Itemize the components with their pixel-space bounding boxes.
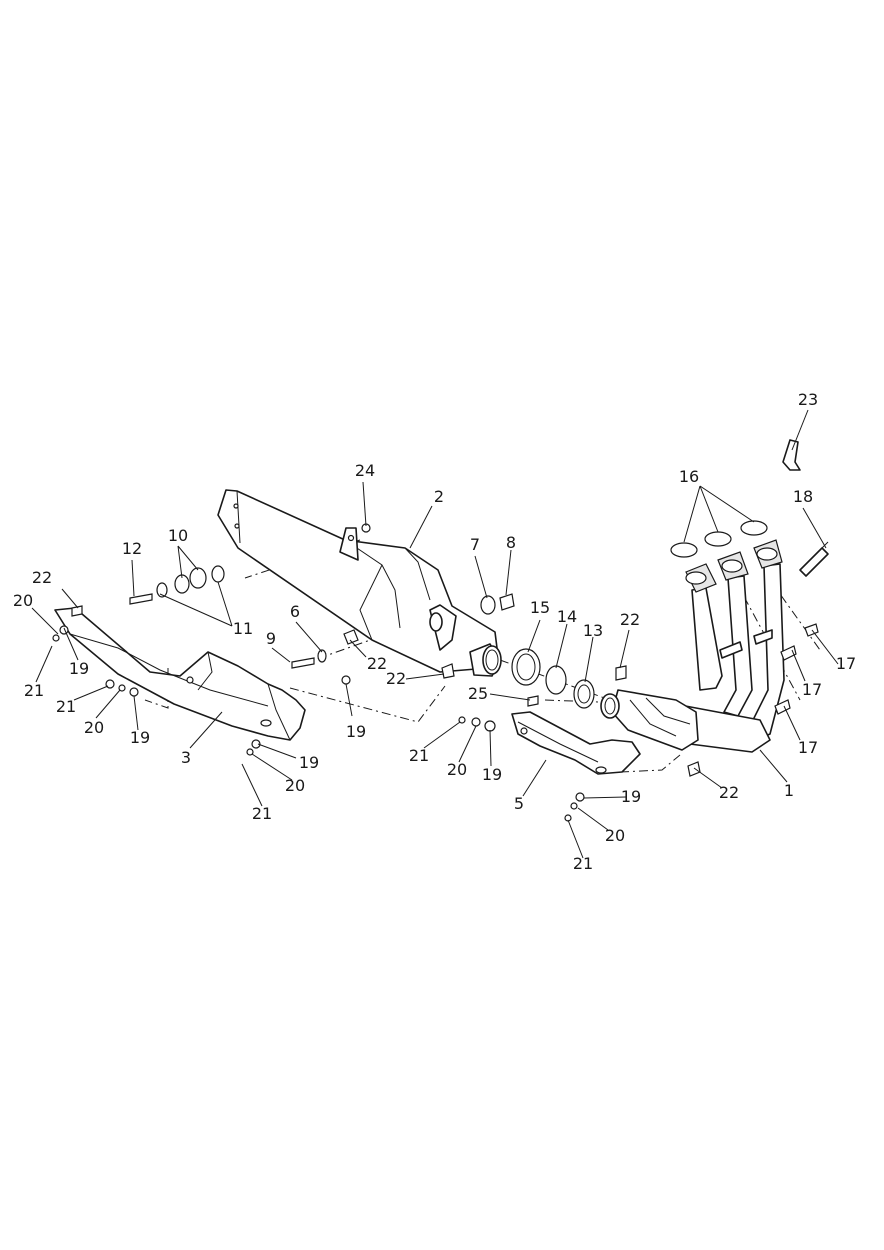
callout-3: 3 bbox=[181, 748, 191, 767]
callout-19-d: 19 bbox=[299, 753, 319, 772]
header-assembly-part-1 bbox=[600, 539, 785, 753]
hardware bbox=[52, 439, 829, 822]
silencer-part-2 bbox=[217, 489, 502, 677]
callout-9: 9 bbox=[266, 629, 276, 648]
heat-shield-part-3 bbox=[54, 607, 306, 741]
callout-23: 23 bbox=[798, 390, 818, 409]
callout-22-e: 22 bbox=[719, 783, 739, 802]
callout-15: 15 bbox=[530, 598, 550, 617]
callout-21-e: 21 bbox=[573, 854, 593, 873]
callout-20-e: 20 bbox=[605, 826, 625, 845]
heat-shield-part-5 bbox=[511, 711, 641, 775]
callout-19-c: 19 bbox=[130, 728, 150, 747]
callout-24: 24 bbox=[355, 461, 375, 480]
callout-5: 5 bbox=[514, 794, 524, 813]
leader-lines bbox=[31, 409, 839, 859]
callout-12: 12 bbox=[122, 539, 142, 558]
callout-1: 1 bbox=[784, 781, 794, 800]
callout-11: 11 bbox=[233, 619, 253, 638]
callout-21-b: 21 bbox=[56, 697, 76, 716]
callout-20-b: 20 bbox=[84, 718, 104, 737]
callout-20-d: 20 bbox=[285, 776, 305, 795]
callout-25: 25 bbox=[468, 684, 488, 703]
callout-21-c: 21 bbox=[409, 746, 429, 765]
callout-2: 2 bbox=[434, 487, 444, 506]
callout-14: 14 bbox=[557, 607, 577, 626]
callout-22-d: 22 bbox=[386, 669, 406, 688]
callout-17-b: 17 bbox=[802, 680, 822, 699]
callout-6: 6 bbox=[290, 602, 300, 621]
callout-16: 16 bbox=[679, 467, 699, 486]
callout-17-c: 17 bbox=[798, 738, 818, 757]
callout-19-b: 19 bbox=[346, 722, 366, 741]
callout-7: 7 bbox=[470, 535, 480, 554]
callout-labels: 23 16 18 24 2 7 8 10 12 22 20 15 14 13 2… bbox=[13, 390, 856, 873]
callout-18: 18 bbox=[793, 487, 813, 506]
callout-13: 13 bbox=[583, 621, 603, 640]
callout-20-a: 20 bbox=[13, 591, 33, 610]
callout-19-a: 19 bbox=[69, 659, 89, 678]
callout-22-c: 22 bbox=[367, 654, 387, 673]
callout-21-d: 21 bbox=[252, 804, 272, 823]
callout-19-e: 19 bbox=[482, 765, 502, 784]
callout-21-a: 21 bbox=[24, 681, 44, 700]
callout-19-f: 19 bbox=[621, 787, 641, 806]
callout-20-c: 20 bbox=[447, 760, 467, 779]
callout-22-a: 22 bbox=[32, 568, 52, 587]
callout-22-b: 22 bbox=[620, 610, 640, 629]
callout-8: 8 bbox=[506, 533, 516, 552]
callout-17-a: 17 bbox=[836, 654, 856, 673]
callout-10: 10 bbox=[168, 526, 188, 545]
